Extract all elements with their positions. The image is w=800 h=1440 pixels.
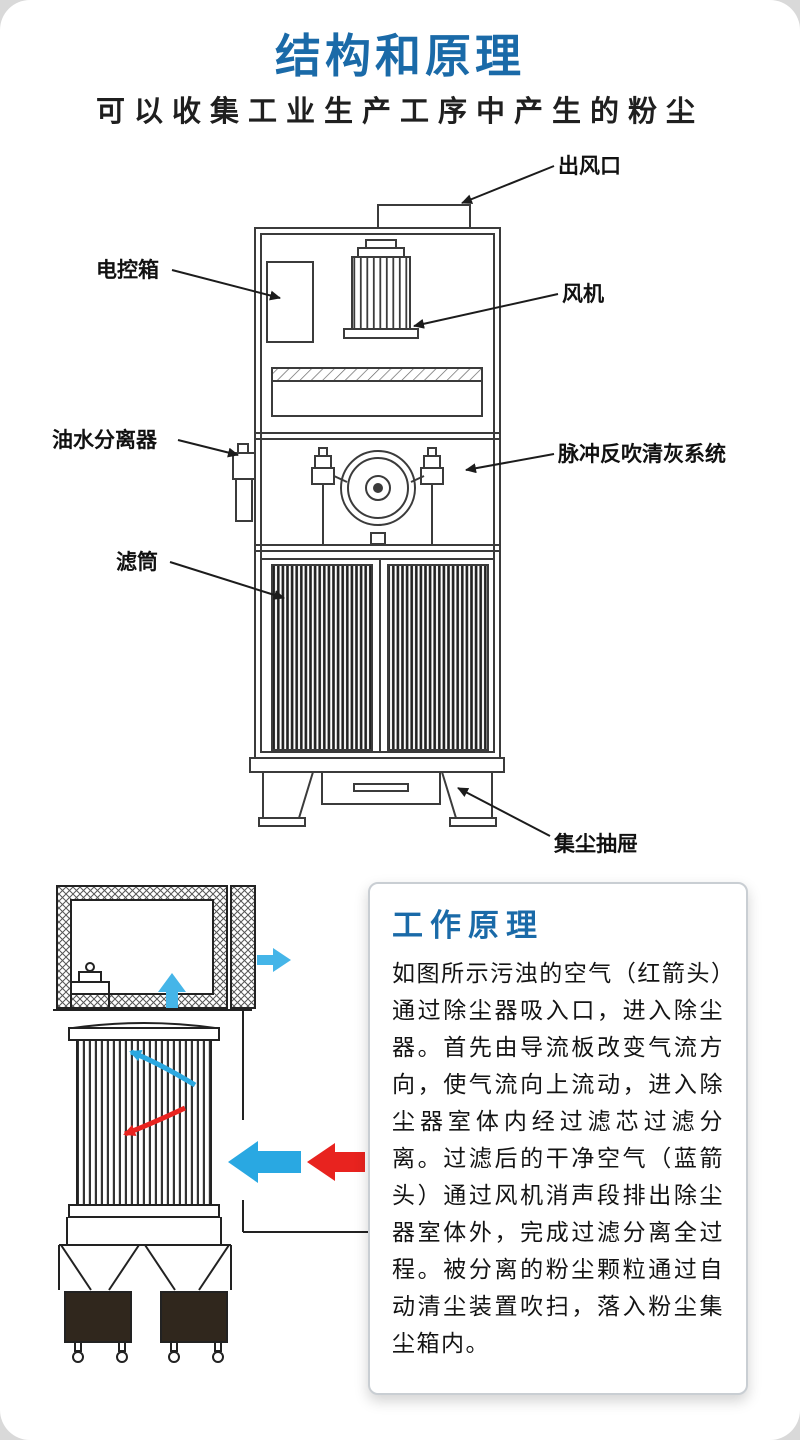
principle-body: 如图所示污浊的空气（红箭头）通过除尘器吸入口，进入除尘器。首先由导流板改变气流方… bbox=[392, 960, 724, 1356]
airflow-diagram bbox=[53, 885, 375, 1363]
pulse-valve-left bbox=[311, 447, 348, 544]
label-dust-drawer: 集尘抽屉 bbox=[554, 833, 638, 856]
leader-filter-cartridge bbox=[169, 561, 285, 600]
leader-dust-drawer bbox=[457, 787, 551, 837]
fan-motor-part bbox=[343, 239, 419, 339]
filter-cartridge-left-part bbox=[271, 564, 373, 751]
clean-air-up-arrow bbox=[158, 973, 186, 1008]
inlet-blue-arrow bbox=[228, 1141, 301, 1183]
small-motor-part bbox=[70, 962, 110, 1011]
caster-wheel bbox=[168, 1351, 180, 1363]
pulse-chamber-part bbox=[311, 447, 444, 545]
control-box-part bbox=[266, 261, 314, 343]
label-fan: 风机 bbox=[562, 283, 604, 306]
filter-cartridge-right-part bbox=[387, 564, 489, 751]
clean-air-curve-arrow bbox=[129, 1049, 197, 1088]
dirty-air-curve-arrow bbox=[123, 1105, 187, 1137]
fan-housing-part bbox=[271, 367, 483, 417]
caster-wheel bbox=[212, 1351, 224, 1363]
oil-water-separator-part bbox=[232, 443, 256, 522]
pulse-valve-right bbox=[410, 447, 444, 544]
filter-section-part bbox=[76, 1039, 212, 1206]
flow-diagram-outline bbox=[53, 885, 375, 1363]
dust-box-right-part bbox=[160, 1291, 228, 1343]
principle-card: 工作原理 如图所示污浊的空气（红箭头）通过除尘器吸入口，进入除尘器。首先由导流板… bbox=[368, 882, 748, 1395]
leader-oil-water-separator bbox=[177, 439, 239, 458]
outlet-duct-part bbox=[377, 204, 471, 229]
inlet-red-arrow bbox=[307, 1143, 365, 1181]
clean-air-out-arrow bbox=[257, 948, 291, 972]
leader-fan bbox=[413, 293, 559, 329]
label-control-box: 电控箱 bbox=[96, 259, 159, 282]
leader-outlet bbox=[461, 165, 555, 204]
machine-diagram bbox=[169, 165, 559, 837]
airflow-arrows bbox=[123, 948, 365, 1183]
label-filter-cartridge: 滤筒 bbox=[116, 551, 158, 574]
dust-drawer-part bbox=[321, 771, 441, 805]
dust-box-left-part bbox=[64, 1291, 132, 1343]
page-title: 结构和原理 bbox=[275, 30, 525, 82]
label-outlet: 出风口 bbox=[558, 155, 621, 178]
machine-outline bbox=[232, 204, 505, 827]
leader-pulse-system bbox=[465, 453, 555, 474]
leader-control-box bbox=[171, 269, 281, 301]
caster-wheel bbox=[116, 1351, 128, 1363]
principle-title: 工作原理 bbox=[392, 908, 544, 943]
label-oil-water-separator: 油水分离器 bbox=[52, 429, 157, 452]
label-pulse-system: 脉冲反吹清灰系统 bbox=[558, 443, 726, 466]
caster-wheel bbox=[72, 1351, 84, 1363]
leader-lines bbox=[169, 165, 559, 837]
page-subtitle: 可以收集工业生产工序中产生的粉尘 bbox=[95, 96, 704, 128]
